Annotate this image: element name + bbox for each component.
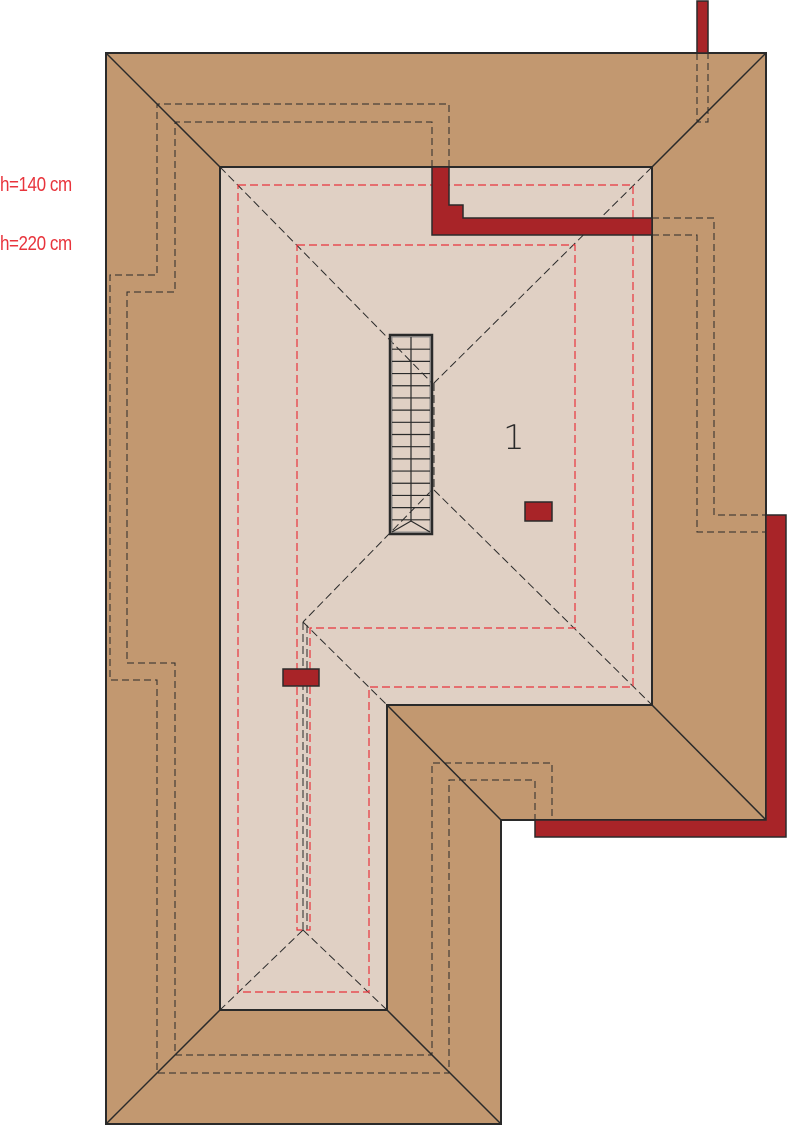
stairs [388, 333, 434, 536]
chimney-1 [524, 501, 553, 522]
chimney-2 [282, 668, 320, 687]
gable-wall-top [431, 166, 653, 236]
walls [282, 0, 787, 838]
chimney-wall-top [696, 0, 709, 54]
height-label-220: h=220 cm [0, 233, 72, 255]
height-line-220 [296, 244, 576, 931]
height-lines [237, 184, 634, 993]
height-label-140: h=140 cm [0, 174, 72, 196]
eave-dashed-lines [109, 53, 766, 1074]
roof-hip-lines [105, 52, 767, 1125]
room-number: 1 [503, 418, 525, 458]
height-line-140 [237, 184, 634, 993]
gable-wall-right [534, 514, 787, 838]
